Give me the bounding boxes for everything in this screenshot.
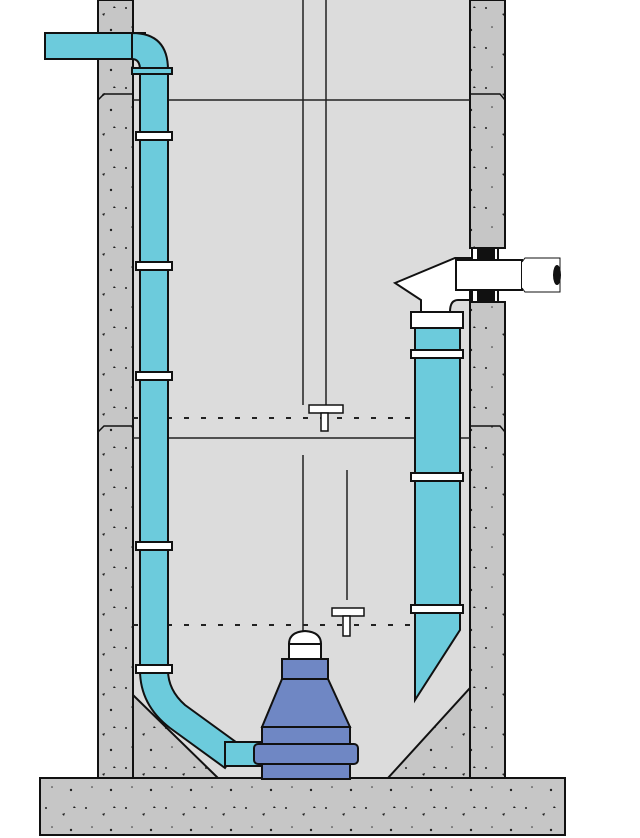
right-wall	[469, 0, 506, 781]
discharge-pipe-left	[44, 31, 266, 770]
wall-penetration-seal	[455, 247, 561, 303]
base-slab	[39, 777, 566, 836]
submersible-pump	[253, 629, 359, 780]
float-switch-upper	[302, 0, 344, 432]
float-switch-lower	[302, 455, 365, 637]
right-benching	[385, 685, 471, 779]
left-wall	[97, 0, 134, 781]
inlet-pipe-right	[392, 257, 471, 704]
left-benching	[132, 692, 221, 779]
